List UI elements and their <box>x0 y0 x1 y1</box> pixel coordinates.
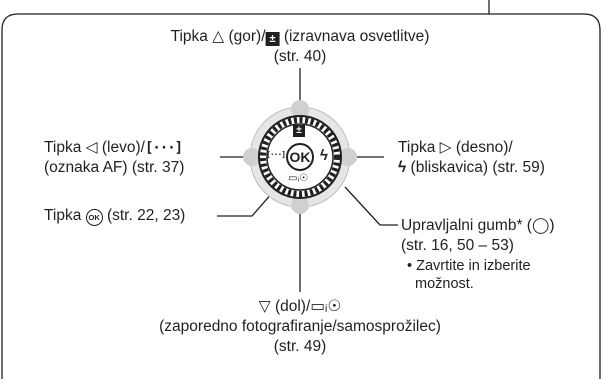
label-up-text: (gor)/ <box>228 28 266 45</box>
sequential-selftimer-icon: ▭ᵢ☉ <box>310 298 342 315</box>
dial-lobe-bottom <box>291 196 309 214</box>
label-right-line2: (bliskavica) (str. 59) <box>410 159 545 176</box>
dial-lobe-right <box>339 148 357 166</box>
label-down-text: (dol)/ <box>274 298 311 315</box>
label-up-suffix: (izravnava osvetlitve) <box>283 28 430 45</box>
dial-af-icon[interactable]: [···] <box>266 150 286 159</box>
label-dial: Upravljalni gumb* (◯) <box>401 216 554 235</box>
dial-lobe-left <box>243 148 261 166</box>
label-dial-line1-end: ) <box>549 217 555 234</box>
leader-dial <box>344 186 398 226</box>
ok-button[interactable]: OK <box>286 143 314 171</box>
label-right-text: (desno)/ <box>455 139 513 156</box>
ok-button-label: OK <box>289 149 311 165</box>
label-right: Tipka ▷ (desno)/ <box>398 138 513 157</box>
dial-lobe-top <box>291 100 309 118</box>
label-up: Tipka △ (gor)/± (izravnava osvetlitve) <box>170 27 430 46</box>
down-arrow-icon: ▽ <box>258 297 271 315</box>
exposure-compensation-icon: ± <box>265 32 280 46</box>
label-left-text: (levo)/ <box>101 139 145 156</box>
label-down-page: (str. 49) <box>273 338 327 355</box>
flash-icon: ϟ <box>398 159 407 176</box>
ok-icon: OK <box>85 209 103 226</box>
dial-exposure-icon[interactable]: ± <box>293 125 305 137</box>
label-left: Tipka ◁ (levo)/[···] <box>44 138 183 158</box>
right-arrow-icon: ▷ <box>439 138 452 156</box>
label-down-line2: (zaporedno fotografiranje/samosprožilec) <box>159 318 441 335</box>
label-right-prefix: Tipka <box>398 139 436 156</box>
label-ok-prefix: Tipka <box>44 207 82 224</box>
frame-border <box>1 13 601 379</box>
label-dial-line2: (str. 16, 50 – 53) <box>401 237 514 254</box>
label-ok-suffix: (str. 22, 23) <box>106 207 186 224</box>
af-target-icon: [···] <box>144 140 183 156</box>
left-arrow-icon: ◁ <box>85 138 98 156</box>
dial-flash-icon[interactable]: ϟ <box>320 147 328 164</box>
label-left-prefix: Tipka <box>44 139 82 156</box>
label-right-line2-wrap: ϟ (bliskavica) (str. 59) <box>398 158 545 177</box>
dial-knurl <box>260 117 340 197</box>
label-down: ▽ (dol)/▭ᵢ☉ <box>259 297 342 316</box>
label-dial-bullet2: možnost. <box>415 276 474 292</box>
up-arrow-icon: △ <box>212 27 225 45</box>
label-dial-line1: Upravljalni gumb* ( <box>401 217 532 234</box>
label-ok: Tipka OK (str. 22, 23) <box>44 206 185 226</box>
dial-drive-icon[interactable]: ▭ᵢ☉ <box>288 173 308 184</box>
label-up-prefix: Tipka <box>170 28 208 45</box>
label-dial-bullet1: • Zavrtite in izberite <box>407 258 531 274</box>
label-left-line2: (oznaka AF) (str. 37) <box>44 159 185 176</box>
label-up-page: (str. 40) <box>273 48 327 65</box>
control-dial-icon: ◯ <box>531 216 550 234</box>
